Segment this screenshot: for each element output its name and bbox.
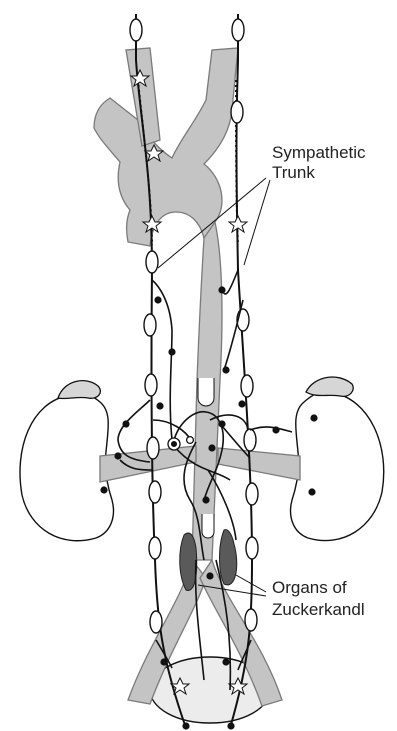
aortic-arch — [94, 48, 238, 246]
ganglion — [245, 609, 257, 631]
paraganglion-dot — [227, 722, 234, 729]
ganglion — [146, 251, 158, 273]
ganglion — [150, 611, 162, 633]
ganglion — [149, 481, 161, 503]
right-renal-artery — [218, 448, 300, 480]
ganglion — [244, 429, 256, 451]
ganglion — [241, 375, 253, 397]
paraganglion-dot — [154, 296, 161, 303]
paraganglion-dot — [218, 420, 225, 427]
paraganglion-dot — [202, 496, 209, 503]
paraganglion-dot — [222, 366, 229, 373]
ganglion — [144, 314, 156, 336]
nerve-branch — [224, 300, 243, 370]
paraganglion-dot — [114, 452, 121, 459]
ganglion — [145, 374, 157, 396]
mesenteric-ganglion — [187, 437, 194, 444]
sympathetic-trunk-label: Sympathetic Trunk — [272, 143, 370, 182]
paraganglion-dot — [222, 658, 229, 665]
paraganglion-dot — [272, 426, 279, 433]
paraganglion-dot — [122, 420, 129, 427]
ganglion — [246, 537, 258, 559]
paraganglion-dot — [218, 286, 225, 293]
paraganglion-dot — [308, 488, 315, 495]
right-adrenal-gland — [306, 377, 353, 396]
paraganglion-dot — [310, 414, 317, 421]
ganglion — [147, 437, 159, 459]
paraganglion-dot — [182, 722, 189, 729]
paraganglion-dot — [206, 572, 213, 579]
sympathetic-trunk-label-line-1: Sympathetic — [272, 143, 366, 162]
organs-of-zuckerkandl-label-line-2: Zuckerkandl — [272, 600, 365, 619]
organs-of-zuckerkandl-label-line-1: Organs of — [272, 578, 347, 597]
right-kidney-outline — [291, 392, 384, 541]
nerve-branch — [250, 427, 292, 432]
inferior-mesenteric-artery-stub — [202, 514, 214, 538]
zuckerkandl-organ-left — [180, 533, 197, 590]
nerve-branch — [152, 280, 172, 440]
sympathetic-trunk-label-line-2: Trunk — [272, 163, 315, 182]
paraganglion-dot — [100, 486, 107, 493]
left-adrenal-gland — [58, 381, 100, 399]
ganglion — [130, 19, 142, 41]
paraganglion-dot — [208, 444, 215, 451]
ganglion — [232, 19, 244, 41]
ganglion — [231, 101, 243, 123]
right-kidney — [291, 377, 384, 541]
paraganglion-dot — [160, 658, 167, 665]
paraganglion-dot — [168, 348, 175, 355]
paraganglion-dot — [156, 402, 163, 409]
ganglion — [149, 537, 161, 559]
ganglion — [246, 483, 258, 505]
celiac-artery-stub — [198, 378, 214, 406]
celiac-ganglion-core — [172, 442, 177, 447]
paraganglion-dot — [238, 400, 245, 407]
zuckerkandl-organ-right — [220, 530, 237, 585]
organs-of-zuckerkandl-label: Organs of Zuckerkandl — [272, 578, 365, 619]
